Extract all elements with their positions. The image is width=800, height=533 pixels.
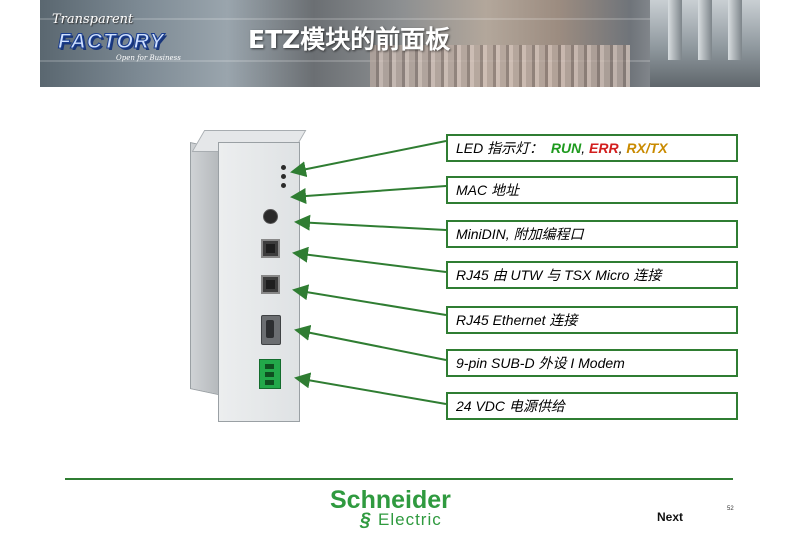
conveyor-graphic [370, 45, 630, 87]
callout-rj45-utw: RJ45 由 UTW 与 TSX Micro 连接 [446, 261, 738, 289]
callout-led: LED 指示灯： RUN, ERR, RX/TX [446, 134, 738, 162]
schneider-electric-logo-icon: § [360, 510, 371, 531]
device-front-panel [218, 142, 300, 422]
logo-factory-text: FACTORY [58, 30, 165, 54]
page-number: 52 [727, 506, 734, 512]
etz-module-image [190, 130, 310, 422]
electric-logo-text: Electric [378, 510, 442, 529]
err-led-icon [281, 174, 286, 179]
footer-divider [65, 478, 733, 480]
schneider-logo-text: Schneider [330, 486, 451, 514]
minidin-port-icon [263, 209, 278, 224]
arrow-rj45-ethernet [292, 284, 447, 316]
arrow-led [290, 140, 447, 178]
transparent-factory-logo: Transparent FACTORY Open for Business [46, 8, 196, 80]
machine-graphic [650, 0, 760, 87]
arrow-rj45-utw [292, 246, 447, 273]
sub-d-port-icon [261, 315, 281, 345]
run-label: RUN [550, 140, 582, 156]
arrow-power [294, 372, 447, 405]
callout-minidin: MiniDIN, 附加编程口 [446, 220, 738, 248]
logo-tagline: Open for Business [116, 54, 181, 62]
callout-led-sep1: , [581, 140, 586, 156]
arrow-subd [294, 324, 447, 361]
callout-led-label: LED 指示灯： [456, 140, 544, 156]
arrow-mac [290, 185, 447, 204]
power-terminal-icon [259, 359, 281, 389]
rxtx-led-icon [281, 183, 286, 188]
logo-transparent-text: Transparent [52, 12, 134, 27]
rj45-utw-port-icon [261, 239, 280, 258]
arrow-minidin [294, 214, 447, 231]
callout-led-sep2: , [618, 140, 623, 156]
callout-mac: MAC 地址 [446, 176, 738, 204]
callout-rj45-ethernet: RJ45 Ethernet 连接 [446, 306, 738, 334]
header-banner: Transparent FACTORY Open for Business ET… [40, 0, 760, 87]
callout-subd: 9-pin SUB-D 外设 I Modem [446, 349, 738, 377]
rj45-ethernet-port-icon [261, 275, 280, 294]
slide-title: ETZ模块的前面板 [248, 25, 451, 54]
callout-power: 24 VDC 电源供给 [446, 392, 738, 420]
run-led-icon [281, 165, 286, 170]
next-button[interactable]: Next [657, 510, 684, 524]
rxtx-label: RX/TX [626, 140, 668, 156]
err-label: ERR [589, 140, 619, 156]
